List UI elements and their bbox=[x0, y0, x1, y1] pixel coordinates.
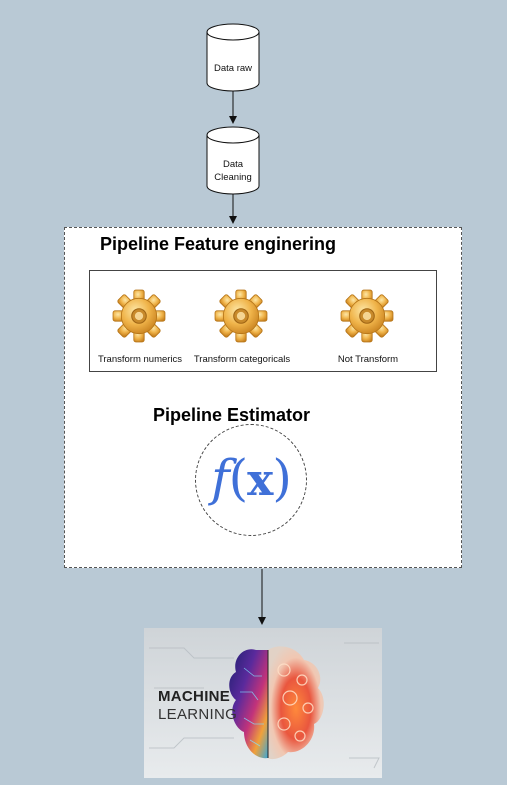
formula-x: x bbox=[247, 455, 273, 506]
step-label-not-transform: Not Transform bbox=[337, 354, 399, 365]
ml-title: MACHINE bbox=[158, 688, 231, 705]
database-cylinder-icon bbox=[206, 126, 260, 195]
data-cleaning-label-line2: Cleaning bbox=[214, 172, 252, 183]
gear-icon bbox=[340, 289, 394, 343]
data-cleaning-label-line1: Data bbox=[222, 159, 244, 170]
machine-learning-image bbox=[144, 628, 382, 778]
step-label-numerics: Transform numerics bbox=[97, 354, 183, 365]
gear-icon bbox=[112, 289, 166, 343]
formula-f: f bbox=[211, 449, 229, 507]
ml-subtitle: LEARNING bbox=[158, 706, 238, 723]
data-raw-node: Data raw bbox=[206, 23, 260, 93]
feature-pipeline-title: Pipeline Feature enginering bbox=[100, 234, 337, 254]
brain-icon bbox=[229, 649, 268, 759]
database-cylinder-icon bbox=[206, 23, 260, 92]
formula-open-paren: ( bbox=[228, 449, 248, 507]
gear-icon bbox=[214, 289, 268, 343]
data-raw-label: Data raw bbox=[213, 63, 252, 74]
formula-close-paren: ) bbox=[272, 449, 291, 507]
estimator-circle bbox=[195, 424, 307, 536]
estimator-formula: f(x) bbox=[195, 438, 307, 521]
estimator-title: Pipeline Estimator bbox=[153, 405, 311, 425]
step-label-categoricals: Transform categoricals bbox=[193, 354, 291, 365]
data-cleaning-node: Data Cleaning bbox=[206, 126, 260, 196]
